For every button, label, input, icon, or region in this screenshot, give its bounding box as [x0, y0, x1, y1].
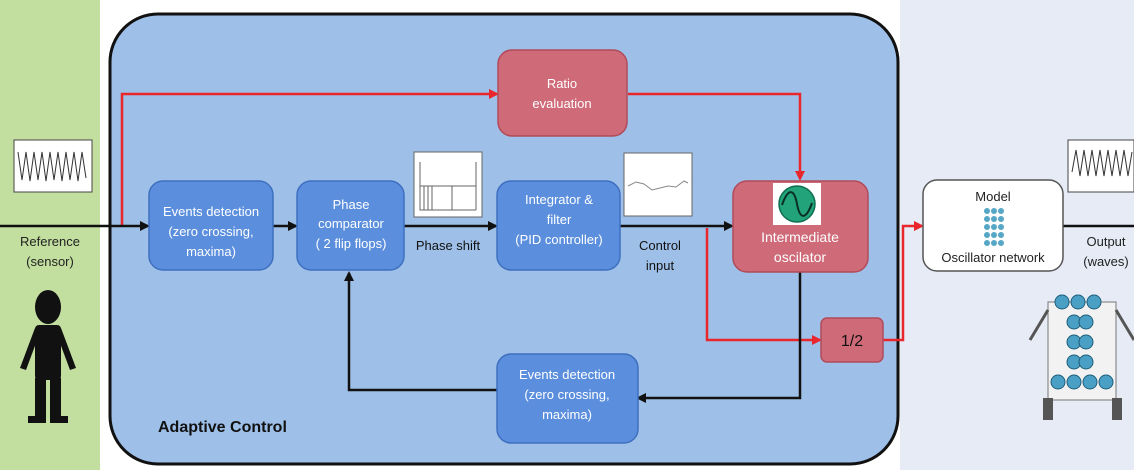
- control-input-label-1: Control: [639, 238, 681, 253]
- output-label-1: Output: [1086, 234, 1125, 249]
- integrator-line3: (PID controller): [515, 232, 602, 247]
- ratio-evaluation-box: Ratio evaluation: [497, 49, 628, 137]
- half-divider-box: 1/2: [820, 317, 884, 363]
- phase-comp-line2: comparator: [318, 216, 384, 231]
- events-top-line1: Events detection: [163, 204, 259, 219]
- person-silhouette-icon: [20, 290, 76, 423]
- intermediate-oscillator-box: Intermediate oscilator: [732, 180, 869, 273]
- ratio-line2: evaluation: [532, 96, 591, 111]
- oscillator-line2: oscilator: [774, 249, 826, 265]
- events-bottom-line3: maxima): [542, 407, 592, 422]
- phase-comp-line3: ( 2 flip flops): [316, 236, 387, 251]
- reference-label: Reference: [20, 234, 80, 249]
- control-input-signal-icon: [623, 152, 693, 217]
- half-label: 1/2: [841, 333, 863, 350]
- ratio-line1: Ratio: [547, 76, 577, 91]
- oscillator-network-label: Oscillator network: [941, 250, 1045, 265]
- events-bottom-line2: (zero crossing,: [524, 387, 609, 402]
- output-label-2: (waves): [1083, 254, 1129, 269]
- integrator-line1: Integrator &: [525, 192, 593, 207]
- events-detection-top-box: Events detection (zero crossing, maxima): [148, 180, 274, 271]
- control-input-label-2: input: [646, 258, 675, 273]
- events-detection-bottom-box: Events detection (zero crossing, maxima): [496, 353, 639, 444]
- red-connections: [120, 89, 924, 345]
- phase-comparator-box: Phase comparator ( 2 flip flops): [296, 180, 405, 271]
- sensor-label: (sensor): [26, 254, 74, 269]
- events-bottom-line1: Events detection: [519, 367, 615, 382]
- events-top-line2: (zero crossing,: [168, 224, 253, 239]
- robot-oscillator-icon: [1028, 294, 1134, 420]
- model-title: Model: [975, 189, 1011, 204]
- sine-wave-icon: [773, 183, 821, 225]
- model-box: Model Oscillator network: [922, 179, 1064, 272]
- integrator-box: Integrator & filter (PID controller): [496, 180, 621, 271]
- black-connections: [0, 221, 1134, 403]
- oscillator-network-icon: [984, 208, 1004, 246]
- events-top-line3: maxima): [186, 244, 236, 259]
- integrator-line2: filter: [547, 212, 572, 227]
- reference-signal-icon: [13, 139, 93, 193]
- phase-shift-signal-icon: [413, 151, 483, 218]
- oscillator-line1: Intermediate: [761, 229, 839, 245]
- phase-comp-line1: Phase: [333, 197, 370, 212]
- phase-shift-label: Phase shift: [416, 238, 481, 253]
- adaptive-control-title: Adaptive Control: [158, 419, 287, 436]
- output-signal-icon: [1067, 139, 1134, 193]
